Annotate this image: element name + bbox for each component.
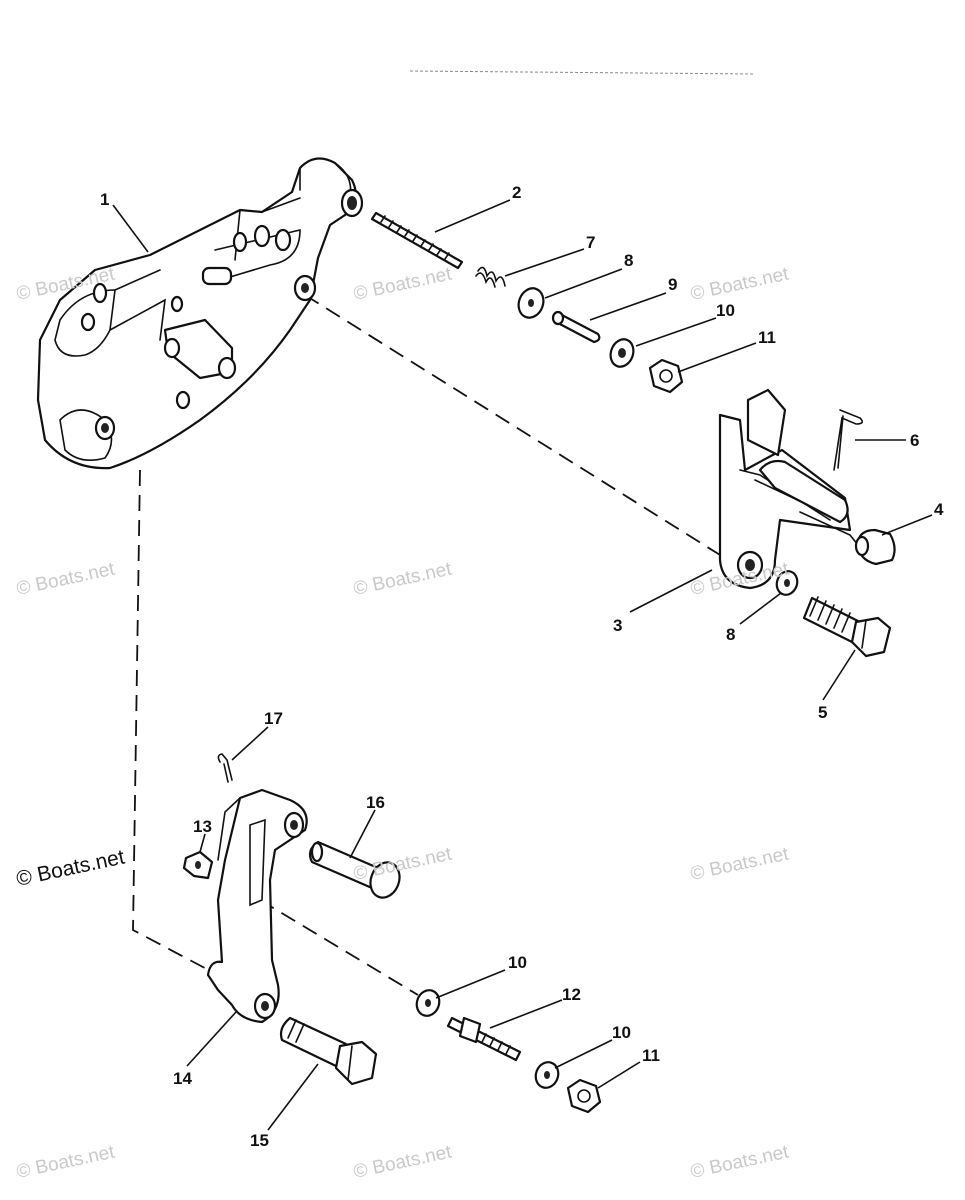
callout-1: 1: [100, 190, 109, 209]
callout-9: 9: [668, 275, 677, 294]
callout-7: 7: [586, 233, 595, 252]
clevis-pin-part-16: [308, 840, 401, 899]
callout-10-top: 10: [716, 301, 735, 320]
watermark: © Boats.net: [352, 264, 454, 305]
bolt-part-5: [802, 596, 892, 658]
callout-17: 17: [264, 709, 283, 728]
washer-part-10-top: [609, 338, 635, 368]
callout-5: 5: [818, 703, 827, 722]
callout-8-top: 8: [624, 251, 633, 270]
callout-13: 13: [193, 817, 212, 836]
watermark: © Boats.net: [352, 844, 454, 885]
callout-12: 12: [562, 985, 581, 1004]
callout-2: 2: [512, 183, 521, 202]
callout-15: 15: [250, 1131, 269, 1150]
scan-artifact-line: [409, 70, 756, 75]
callout-8-lower: 8: [726, 625, 735, 644]
callout-10-bottom: 10: [612, 1023, 631, 1042]
stud-part-2: [370, 211, 464, 270]
callout-3: 3: [613, 616, 622, 635]
assembly-dashed-line-bracket-to-link: [132, 469, 219, 976]
callout-6: 6: [910, 431, 919, 450]
callout-11-bottom: 11: [642, 1046, 660, 1065]
nut-part-11-top: [648, 358, 684, 394]
assembly-dashed-line-link-to-stud: [259, 899, 419, 996]
watermark: © Boats.net: [689, 264, 791, 305]
watermark: © Boats.net: [689, 1142, 791, 1183]
washer-part-8-top: [517, 287, 545, 319]
watermark-prominent: © Boats.net: [14, 845, 127, 890]
clip-part-13: [182, 850, 214, 880]
callout-labels: 1 2 3 4 5 6 7 8 8 9 10 10 10 11 11 12 13…: [100, 183, 944, 1150]
lever-part-3: [718, 388, 859, 590]
bracket-part-1: [36, 157, 364, 470]
shoulder-bolt-part-15: [279, 1016, 378, 1086]
callout-11-top: 11: [758, 328, 776, 347]
watermark: © Boats.net: [15, 559, 117, 600]
washer-part-10-bottom: [534, 1061, 560, 1089]
watermark: © Boats.net: [15, 1142, 117, 1183]
watermark: © Boats.net: [352, 1142, 454, 1183]
watermark: © Boats.net: [689, 844, 791, 885]
spring-part-7: [475, 266, 506, 288]
callout-16: 16: [366, 793, 385, 812]
callout-4: 4: [934, 500, 944, 519]
nut-part-11-bottom: [566, 1078, 602, 1114]
cotter-pin-part-17: [217, 753, 233, 783]
pin-part-9: [551, 310, 601, 344]
callout-10-middle: 10: [508, 953, 527, 972]
washer-part-8-lower: [775, 570, 799, 596]
assembly-dashed-line-bracket-to-lever: [304, 294, 729, 561]
callout-14: 14: [173, 1069, 192, 1088]
leader-lines: [112, 199, 933, 1131]
cotter-pin-part-6: [833, 409, 864, 471]
link-part-14: [206, 788, 308, 1024]
cap-part-4: [854, 528, 896, 566]
watermark: © Boats.net: [352, 559, 454, 600]
stud-part-12: [446, 1016, 522, 1062]
washer-part-10-middle: [415, 989, 441, 1017]
